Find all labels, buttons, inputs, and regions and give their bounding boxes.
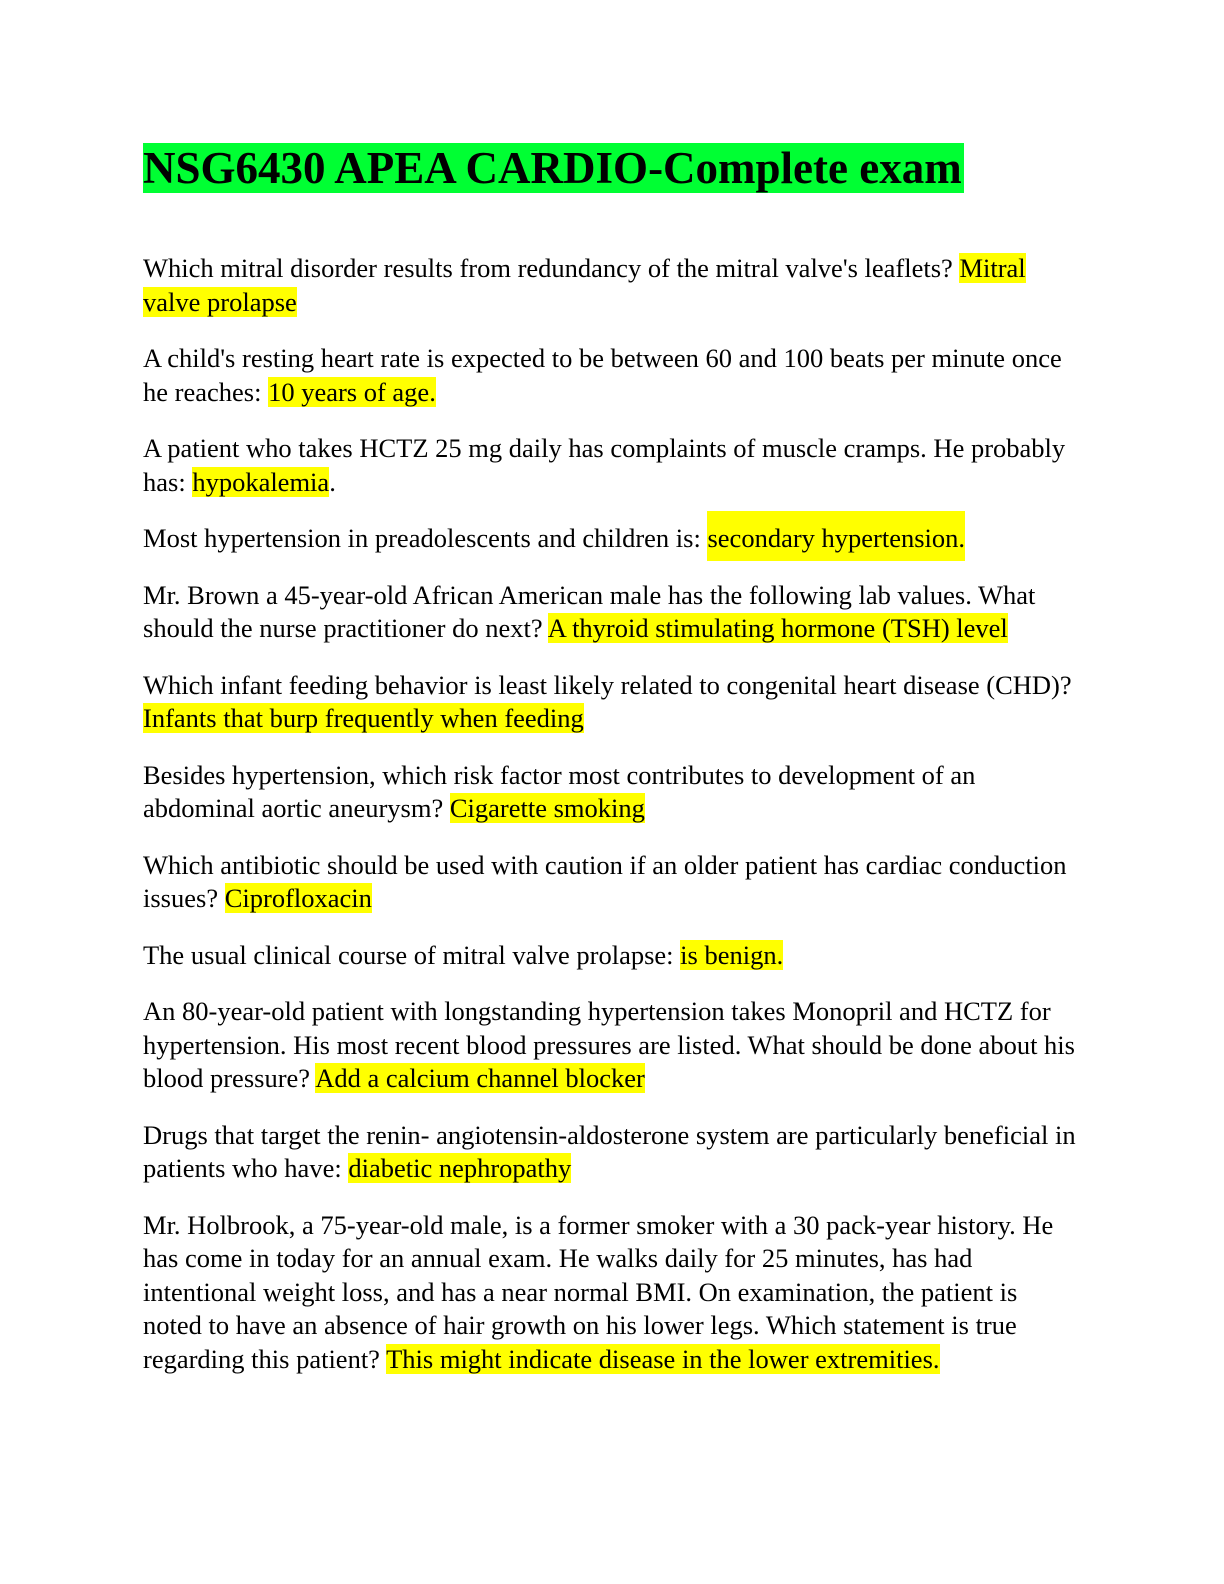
qa-item: Which mitral disorder results from redun…: [143, 252, 1078, 319]
qa-item: Which infant feeding behavior is least l…: [143, 669, 1078, 736]
question-text: Which infant feeding behavior is least l…: [143, 669, 1072, 700]
answer-highlight: secondary hypertension.: [707, 511, 966, 561]
question-text: The usual clinical course of mitral valv…: [143, 939, 681, 970]
answer-highlight: hypokalemia: [192, 466, 330, 497]
answer-highlight: Infants that burp frequently when feedin…: [143, 703, 584, 733]
qa-item: An 80-year-old patient with longstanding…: [143, 995, 1078, 1096]
qa-item: Most hypertension in preadolescents and …: [143, 511, 1078, 561]
title-highlight: NSG6430 APEA CARDIO-Complete exam: [143, 143, 964, 193]
question-text: Besides hypertension, which risk factor …: [143, 759, 976, 824]
question-text: Drugs that target the renin- angiotensin…: [143, 1119, 1076, 1184]
qa-item: A child's resting heart rate is expected…: [143, 342, 1078, 409]
qa-item: Mr. Brown a 45-year-old African American…: [143, 579, 1078, 646]
answer-highlight: A thyroid stimulating hormone (TSH) leve…: [547, 613, 1008, 643]
question-text: Which antibiotic should be used with cau…: [143, 849, 1067, 914]
question-text: Which mitral disorder results from redun…: [143, 253, 960, 283]
document-title: NSG6430 APEA CARDIO-Complete exam: [143, 142, 1078, 194]
question-text: Mr. Brown a 45-year-old African American…: [143, 579, 1036, 644]
qa-item: The usual clinical course of mitral valv…: [143, 939, 1078, 973]
qa-item: Drugs that target the renin- angiotensin…: [143, 1119, 1078, 1186]
question-text: Most hypertension in preadolescents and …: [143, 523, 708, 553]
answer-highlight: This might indicate disease in the lower…: [386, 1343, 940, 1374]
question-text: A patient who takes HCTZ 25 mg daily has…: [143, 433, 1066, 497]
document-page: NSG6430 APEA CARDIO-Complete exam Which …: [143, 142, 1078, 1399]
qa-item: A patient who takes HCTZ 25 mg daily has…: [143, 432, 1078, 499]
answer-highlight: is benign.: [680, 939, 784, 970]
qa-item: Mr. Holbrook, a 75-year-old male, is a f…: [143, 1209, 1078, 1377]
answer-highlight: Add a calcium channel blocker: [315, 1063, 645, 1093]
answer-trailing: .: [329, 466, 336, 497]
question-list: Which mitral disorder results from redun…: [143, 252, 1078, 1376]
answer-highlight: Ciprofloxacin: [224, 883, 372, 913]
question-text: Mr. Holbrook, a 75-year-old male, is a f…: [143, 1209, 1054, 1374]
qa-item: Which antibiotic should be used with cau…: [143, 849, 1078, 916]
answer-highlight: Cigarette smoking: [449, 793, 645, 823]
answer-highlight: diabetic nephropathy: [348, 1153, 572, 1183]
answer-highlight: 10 years of age.: [268, 376, 436, 407]
question-text: A child's resting heart rate is expected…: [143, 343, 1062, 407]
qa-item: Besides hypertension, which risk factor …: [143, 759, 1078, 826]
question-text: An 80-year-old patient with longstanding…: [143, 996, 1075, 1093]
